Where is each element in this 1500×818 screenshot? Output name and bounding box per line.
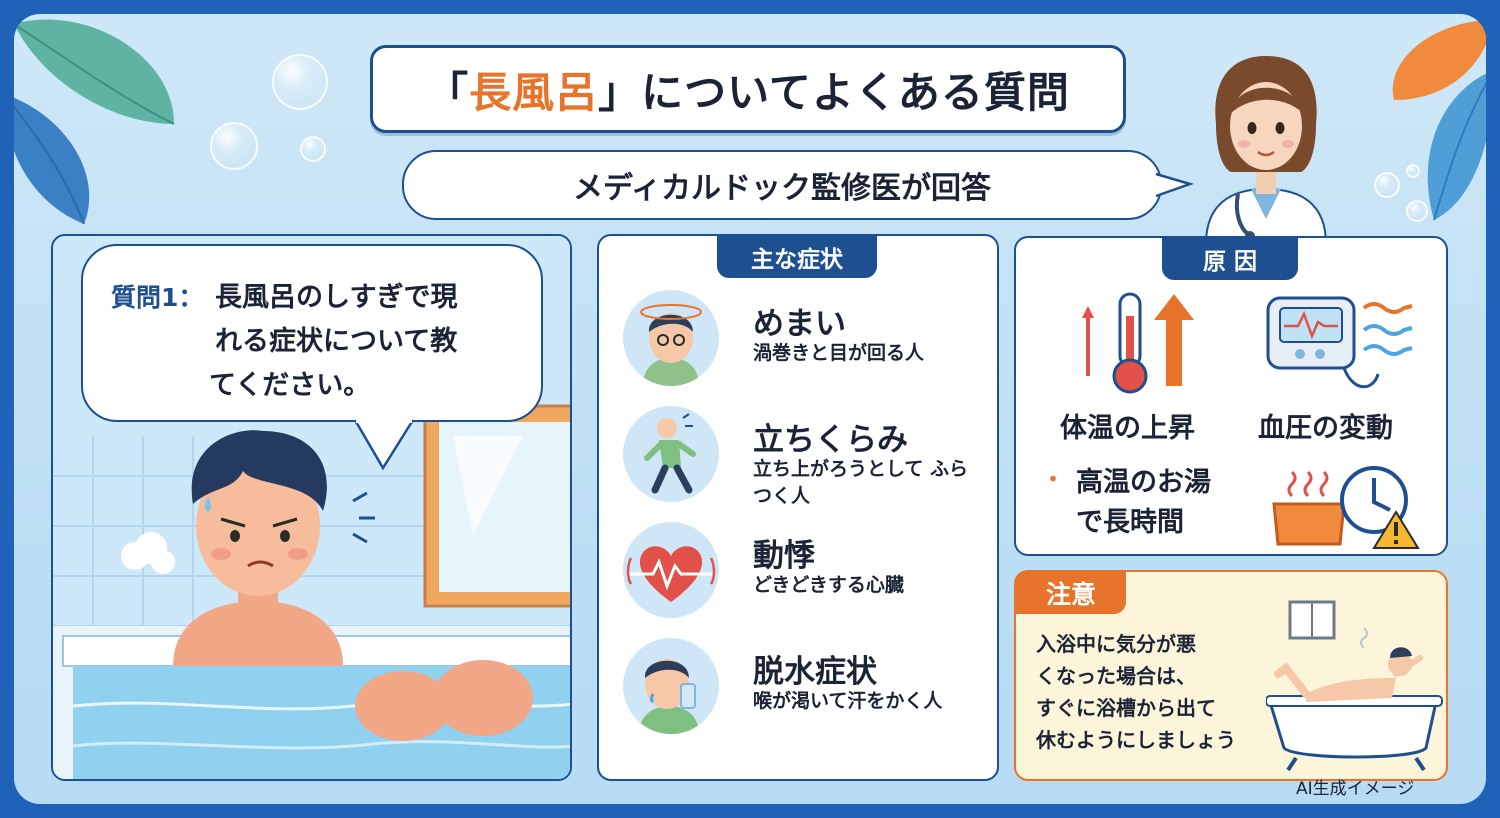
question-line: 長風呂のしすぎで現 (215, 282, 458, 313)
thermometer-up-icon (1082, 292, 1194, 394)
staggering-person-icon (623, 406, 719, 502)
cause-label-continued: で長時間 (1076, 507, 1184, 538)
subtitle-bubble: メディカルドック監修医が回答 (402, 150, 1162, 220)
causes-tab: 原 因 (1162, 238, 1298, 280)
symptoms-tab-label: 主な症状 (751, 247, 843, 273)
doctor-avatar (1204, 56, 1328, 244)
bubble-decoration (1374, 172, 1400, 198)
subtitle-bubble-tail (1154, 172, 1194, 198)
causes-tab-label: 原 因 (1202, 249, 1257, 275)
heartbeat-icon (623, 522, 719, 618)
symptom-name: 動悸 (753, 538, 815, 574)
drinking-water-icon (623, 638, 719, 734)
dizzy-face-icon (623, 290, 719, 386)
ai-generated-note: AI生成イメージ (1296, 779, 1415, 799)
caution-line: 休むようにしましょう (1036, 728, 1236, 752)
caution-text: 入浴中に気分が悪 くなった場合は、 すぐに浴槽から出て 休むようにしましょう (1036, 628, 1276, 756)
symptom-description: 喉が渇いて汗をかく人 (753, 690, 943, 712)
resting-in-bath-illustration (1266, 600, 1443, 772)
symptom-item: 脱水症状 喉が渇いて汗をかく人 (623, 638, 993, 738)
page-title: 「長風呂」についてよくある質問 (426, 59, 1070, 120)
causes-panel: 原 因 体温の上昇 血圧の変動 ・ 高温のお湯 で長時間 (1014, 236, 1448, 556)
question-number-label: 質問1： (111, 283, 204, 312)
symptom-description: 渦巻きと目が回る人 (753, 342, 925, 364)
bubble-decoration (1406, 200, 1428, 222)
cause-bullet: ・ (1042, 468, 1065, 493)
symptom-item: めまい 渦巻きと目が回る人 (623, 290, 993, 390)
symptom-description: どきどきする心臓 (753, 574, 904, 596)
symptoms-tab: 主な症状 (717, 236, 877, 278)
caution-line: すぐに浴槽から出て (1036, 696, 1216, 720)
question-line: てください。 (209, 370, 371, 401)
cause-label: 血圧の変動 (1258, 413, 1393, 444)
blood-pressure-monitor-icon (1266, 296, 1413, 389)
bubble-decoration (210, 122, 258, 170)
leaf-decoration-left (14, 19, 175, 225)
caution-panel: 注意 入浴中に気分が悪 くなった場合は、 すぐに浴槽から出て 休むようにしましょ… (1014, 570, 1448, 781)
hot-bath-clock-warning-icon (1272, 466, 1420, 549)
symptom-item: 動悸 どきどきする心臓 (623, 522, 993, 622)
title-banner: 「長風呂」についてよくある質問 (370, 45, 1126, 133)
symptom-item: 立ちくらみ 立ち上がろうとして ふらつく人 (623, 406, 993, 507)
title-highlight: 長風呂 (469, 67, 599, 117)
caution-line: くなった場合は、 (1036, 664, 1196, 688)
title-bracket: 「 (426, 67, 470, 117)
cause-label: 高温のお湯 (1076, 467, 1211, 498)
infographic-background: 「長風呂」についてよくある質問 メディカルドック監修医が回答 (14, 14, 1486, 804)
question-speech-bubble: 質問1： 長風呂のしすぎで現 れる症状について教 てください。 (81, 244, 543, 422)
caution-line: 入浴中に気分が悪 (1036, 632, 1196, 656)
question-line: れる症状について教 (215, 326, 458, 357)
symptom-name: 立ちくらみ (753, 422, 908, 458)
title-rest: 」についてよくある質問 (598, 67, 1070, 117)
cause-label: 体温の上昇 (1060, 413, 1195, 444)
symptom-description: 立ち上がろうとして ふらつく人 (753, 458, 969, 507)
bubble-decoration (272, 54, 328, 110)
leaf-decoration-right (1392, 20, 1486, 221)
symptom-name: 脱水症状 (753, 654, 877, 690)
symptoms-panel: 主な症状 めまい 渦巻きと目が回る人 (597, 234, 999, 781)
question-text: 長風呂のしすぎで現 れる症状について教 てください。 (209, 276, 525, 408)
symptom-name: めまい (753, 306, 846, 342)
caution-tab: 注意 (1016, 572, 1126, 614)
caution-tab-label: 注意 (1045, 580, 1096, 609)
subtitle-text: メディカルドック監修医が回答 (573, 171, 991, 206)
question-panel: 質問1： 長風呂のしすぎで現 れる症状について教 てください。 (51, 234, 572, 781)
bubble-decoration (300, 136, 326, 162)
question-bubble-tail (353, 416, 415, 471)
bubble-decoration (1406, 164, 1420, 178)
